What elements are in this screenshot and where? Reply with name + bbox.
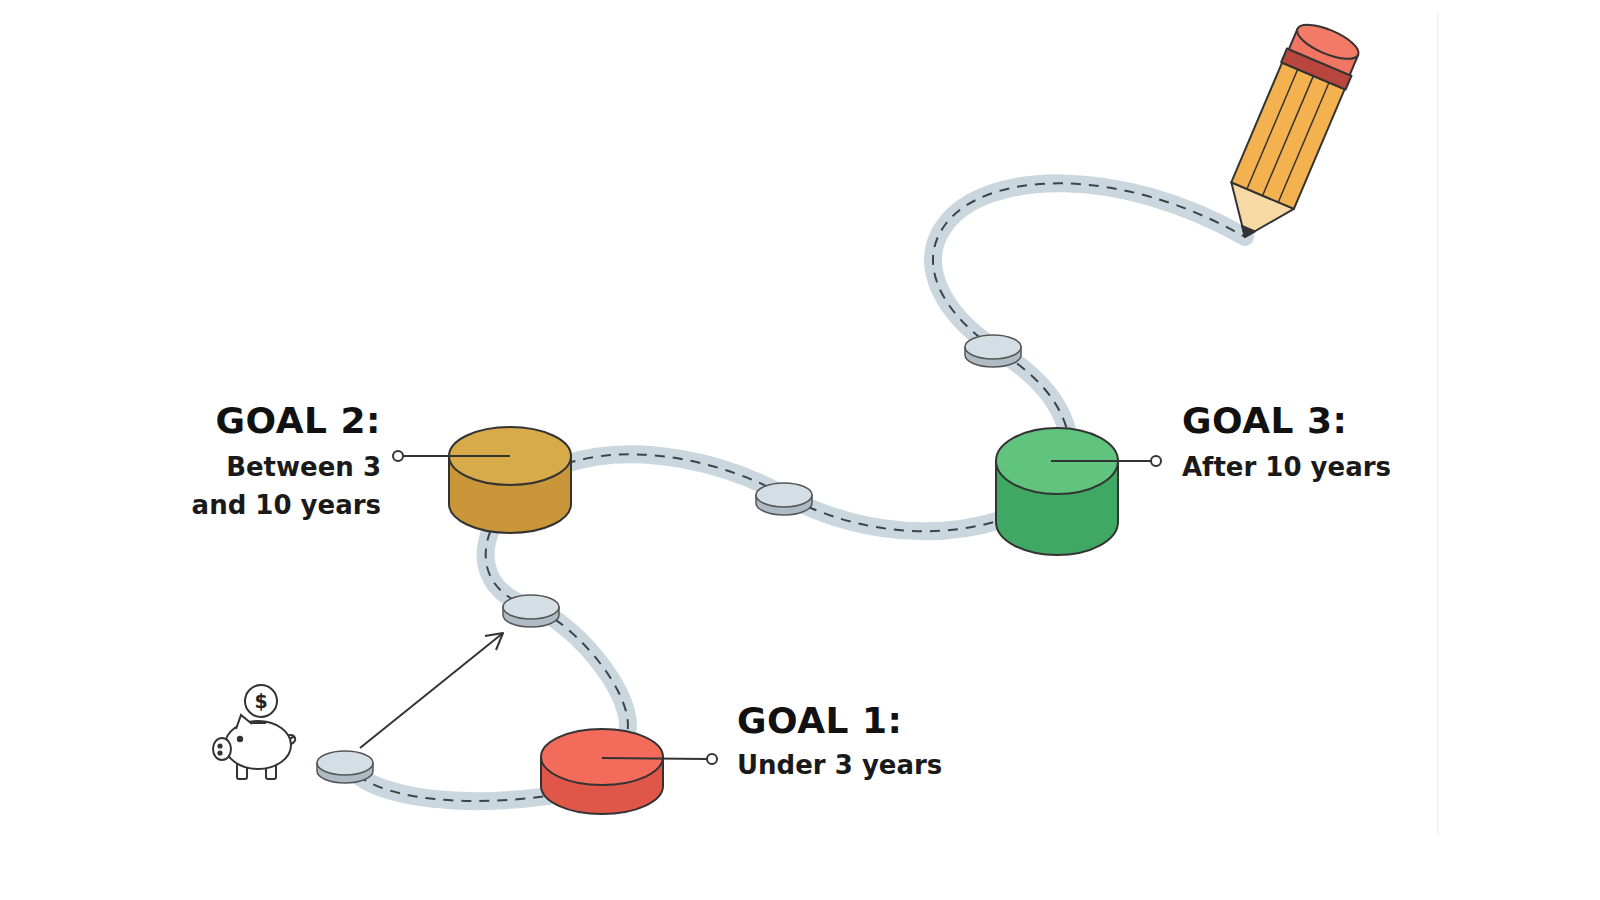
piggy-bank-part [218,751,221,754]
road-start-part [345,763,585,801]
goal-timeframe: Under 3 years [737,746,942,784]
cylinder-top [996,428,1118,494]
pencil-part [1293,18,1363,66]
pointer-arrow [360,633,503,748]
piggy-bank-part [225,721,291,769]
road-end-part [933,183,1245,445]
road-coin-part [503,607,559,627]
road-coin-part [317,763,373,783]
cylinder-side [449,456,571,533]
pencil-part [1278,83,1329,203]
cylinder-top [541,729,663,785]
leader-line [393,451,510,461]
cylinder-shape [448,426,572,534]
road-end [933,183,1245,445]
cylinder-side [996,461,1118,555]
goal-heading: GOAL 1: [737,701,902,741]
road-connector [486,529,628,746]
road-surface [486,529,628,746]
pencil-part [1263,76,1314,196]
road-centerline [566,454,1001,531]
road-end-part [933,183,1245,445]
road-coin [317,751,373,783]
frame-edge [1437,12,1439,835]
road-coin-part [965,335,1021,359]
leader-line [1051,456,1161,466]
dollar-sign: $ [241,686,281,716]
goal-cylinder: GOAL 1:Under 3 years [540,728,664,815]
road-coin-part [317,751,373,775]
road-centerline [486,529,628,746]
pointer-arrow-part [360,633,503,748]
goal-heading: GOAL 2: [216,401,381,441]
road-coin-part [756,495,812,515]
pencil-part [1231,63,1344,209]
leader-line-part [403,455,510,457]
leader-line [602,754,717,764]
goal-timeframe: Between 3 and 10 years [169,448,381,524]
road-coin-part [503,595,559,619]
pencil-part [1289,29,1358,75]
piggy-bank-part [236,715,252,729]
road-coin-part [756,483,812,507]
road-coin [756,483,812,515]
leader-line-part [1151,456,1161,466]
road-surface [566,454,1001,531]
goal-cylinder: GOAL 3:After 10 years [995,427,1119,556]
goal-timeframe: After 10 years [1182,448,1391,486]
pencil [1213,17,1365,251]
piggy-bank-part [218,744,221,747]
leader-line-part [393,451,403,461]
road-coin-part [965,347,1021,367]
piggy-bank-part [287,735,295,744]
leader-line-part [602,758,707,759]
pencil-part [1247,69,1298,189]
pencil-part [1239,226,1255,240]
road-start-part [345,763,585,801]
piggy-bank-part [266,760,276,779]
pencil-part [1214,182,1294,250]
leader-line-part [1051,460,1151,462]
leader-line-part [707,754,717,764]
piggy-bank-part [213,738,231,760]
pencil-part [1281,48,1351,89]
piggy-bank-part [238,737,242,741]
piggy-bank-part [237,760,247,779]
goal-cylinder: GOAL 2:Between 3 and 10 years [448,426,572,534]
road-connector [566,454,1001,531]
piggy-bank-part [252,722,266,724]
piggy-bank [213,715,295,779]
pointer-arrow-part [485,633,503,650]
goal-heading: GOAL 3: [1182,401,1347,441]
cylinder-top [449,427,571,485]
road-coin [503,595,559,627]
cylinder-side [541,757,663,814]
cylinder-shape [995,427,1119,556]
road-coin [965,335,1021,367]
dollar-coin [245,685,277,717]
cylinder-shape [540,728,664,815]
road-start [345,763,585,801]
